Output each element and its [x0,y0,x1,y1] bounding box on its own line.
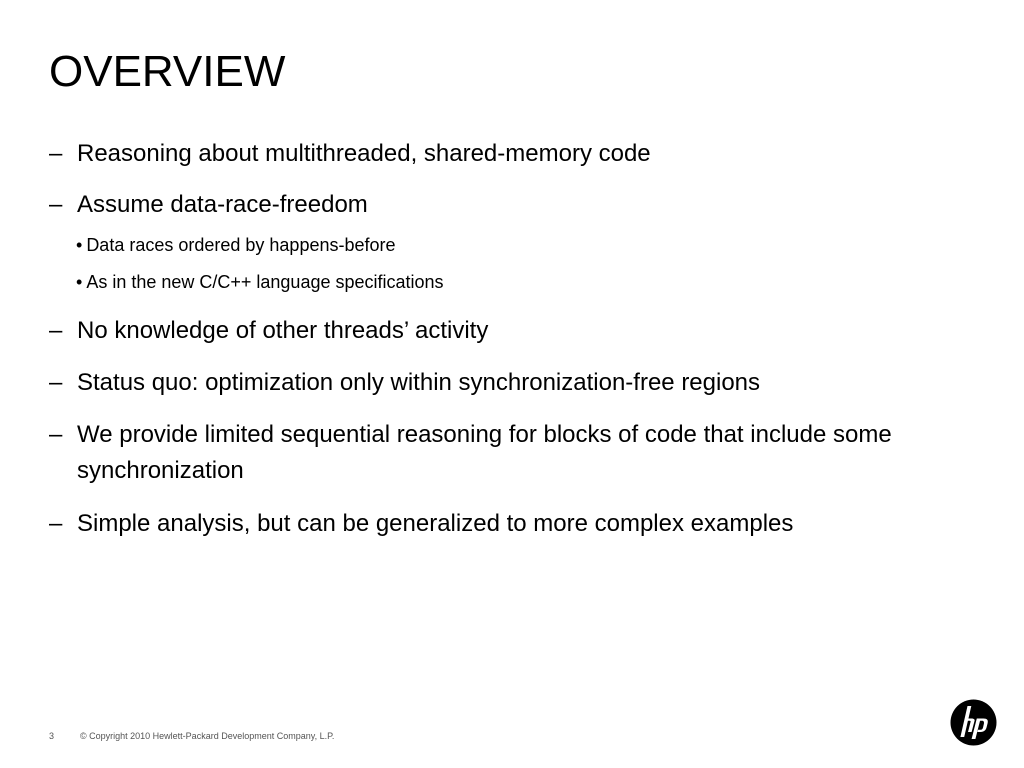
bullet-text: Simple analysis, but can be generalized … [77,510,794,537]
bullet-text: Status quo: optimization only within syn… [77,369,761,396]
bullet-item: – Assume data-race-freedom [49,187,979,223]
bullet-item: – Simple analysis, but can be generalize… [49,506,979,542]
dash-marker: – [49,191,63,218]
sub-bullet-text: As in the new C/C++ language specificati… [86,272,444,292]
bullet-text: Assume data-race-freedom [77,191,368,218]
hp-logo-icon [950,699,997,746]
bullet-text: No knowledge of other threads’ activity [77,317,489,344]
sub-bullet-text: Data races ordered by happens-before [86,235,396,255]
dot-marker: • [76,272,83,292]
dash-marker: – [49,369,63,396]
sub-bullet-item: •Data races ordered by happens-before [76,232,396,258]
dash-marker: – [49,140,63,167]
sub-bullet-item: •As in the new C/C++ language specificat… [76,269,444,295]
page-number: 3 [49,731,55,741]
copyright-notice: © Copyright 2010 Hewlett-Packard Develop… [80,731,335,741]
hp-logo-graphic [950,699,997,746]
bullet-item: – No knowledge of other threads’ activit… [49,313,979,349]
bullet-text: Reasoning about multithreaded, shared-me… [77,140,651,167]
dash-marker: – [49,510,63,537]
dash-marker: – [49,421,63,448]
bullet-item: – Status quo: optimization only within s… [49,365,979,401]
bullet-text: We provide limited sequential reasoning … [77,421,892,484]
bullet-item: – We provide limited sequential reasonin… [49,417,979,489]
dot-marker: • [76,235,83,255]
slide-title: OVERVIEW [49,47,286,96]
dash-marker: – [49,317,63,344]
bullet-item: – Reasoning about multithreaded, shared-… [49,136,979,172]
